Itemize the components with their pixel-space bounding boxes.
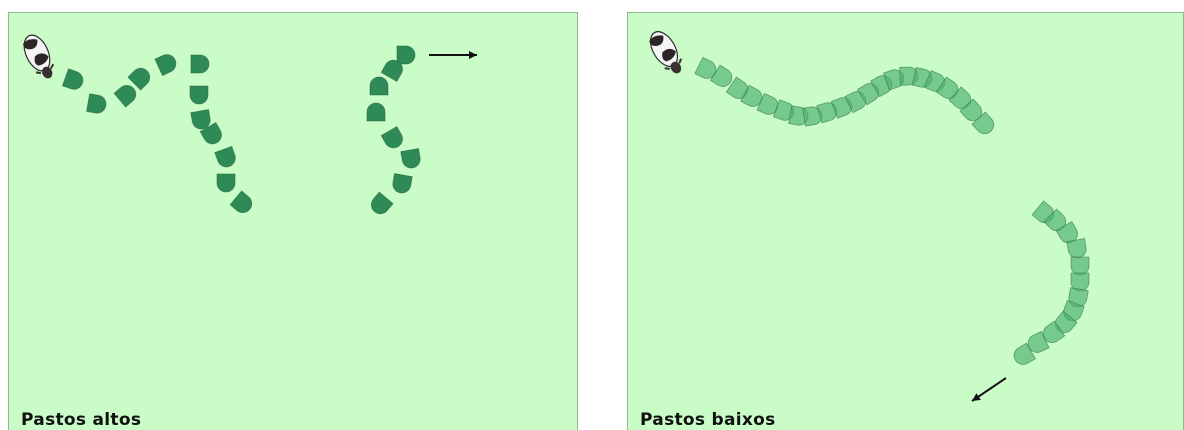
grass-bite-icon [401, 149, 422, 170]
grass-bite-icon [368, 192, 393, 217]
short-pasture-diagram [628, 13, 1184, 430]
grass-bite-icon [397, 46, 415, 64]
grass-bite-icon [215, 146, 238, 169]
direction-arrow-icon [972, 378, 1006, 401]
grass-bite-icon [155, 52, 179, 76]
grass-bite-icon [391, 174, 412, 195]
grass-bite-icon [1071, 257, 1089, 275]
grass-bite-icon [367, 103, 385, 121]
grass-bite-icon [230, 191, 255, 216]
grass-bite-icon [190, 86, 208, 104]
direction-arrow-icon [429, 51, 477, 59]
grass-bite-icon [217, 174, 235, 192]
panel-tall-pasture: Pastos altos [8, 12, 578, 430]
grazing-cow-icon [19, 31, 59, 83]
grass-bite-icon [370, 77, 388, 95]
panel-short-pasture: Pastos baixos [627, 12, 1184, 430]
grass-bite-icon [128, 65, 153, 90]
panel-caption-tall: Pastos altos [21, 410, 141, 430]
grass-bite-icon [381, 127, 406, 152]
grass-bite-icon [87, 94, 108, 115]
panel-caption-short: Pastos baixos [640, 410, 776, 430]
grass-bite-icon [62, 69, 85, 92]
grazing-cow-icon [645, 27, 688, 79]
tall-pasture-diagram [9, 13, 578, 430]
grass-bite-icon [191, 55, 209, 73]
grass-bite-icon [1067, 239, 1088, 260]
